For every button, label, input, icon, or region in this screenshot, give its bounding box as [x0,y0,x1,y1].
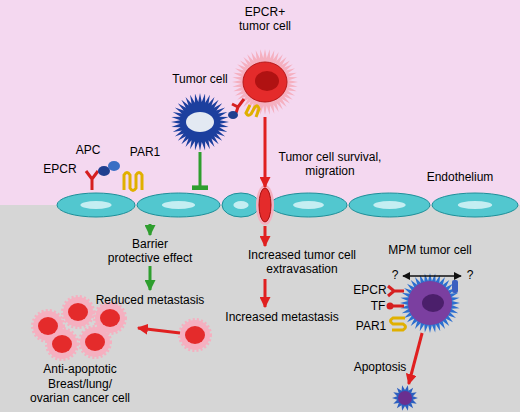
epcr-receptor [86,171,98,190]
outcome-text: Reduced metastasis [85,293,215,307]
epcr-receptor [388,286,404,296]
effect-text: Anti-apoptotic [25,362,135,376]
flow-arrow [264,226,267,246]
cell-shape [55,188,520,223]
tumor-cell [52,335,72,353]
protein-label: PAR1 [125,145,165,159]
cell-nucleus [293,201,324,209]
flow-arrow [149,266,152,290]
extracellular-space [0,0,520,205]
endothelium-band: Endothelium [55,170,520,225]
cell-body [171,93,229,151]
flow-arrow [149,224,152,235]
receptor-label: EPCR [350,283,390,297]
cell-shape [230,47,300,117]
epcr-tumor-cell: EPCR+ tumor cell [215,5,315,120]
cell-shape [391,384,419,412]
cell-halo [400,273,460,333]
inhibition-connector [199,152,202,187]
cell-nucleus [373,201,405,209]
node-label: Endothelium [410,170,510,184]
cell-nucleus [255,71,279,91]
cell-body [398,391,412,405]
tumor-cell [68,303,88,321]
protein-label: EPCR [40,162,80,176]
arrow-connector [409,333,422,384]
effect-text: Increased tumor cell extravasation [243,248,361,276]
tumor-cell [38,317,58,335]
apc-protein [228,111,238,119]
cell-halo [180,320,210,350]
effect-text: Barrier protective effect [106,237,194,265]
tumor-cell [100,309,120,327]
outcome-text: Increased metastasis [217,310,347,324]
effect-text: Tumor cell survival, migration [274,150,386,178]
node-label: MPM tumor cell [375,243,485,257]
arrow-connector [264,117,267,187]
unknown-receptor [452,280,458,293]
node-label: Tumor cell [160,72,240,86]
endothelial-cell [432,193,518,217]
flow-arrow [264,279,267,307]
cell-nucleus [162,201,195,209]
cell-halo [63,297,93,327]
endothelial-cell [270,193,347,217]
cell-nucleus [80,201,111,209]
par1-receptor [124,173,142,191]
endothelial-cell [349,193,430,217]
cell-shape [170,92,230,152]
cell-nucleus [422,294,444,312]
cell-nucleus [186,112,214,132]
mpm-tumor-cell: MPM tumor cell [375,243,485,335]
epcr-receptor [232,99,244,113]
cell-body [243,62,287,102]
cell-nucleus [233,201,248,209]
cell-nucleus [458,201,492,209]
par1-receptor [391,318,406,330]
endothelial-cell [137,193,220,217]
cell-halo [95,303,125,333]
cell-type-label: Breast/lung/ ovarian cancer cell [29,377,132,405]
unknown-mark: ? [463,268,477,282]
flow-arrow [138,328,180,333]
cell-halo [392,385,418,410]
cell-halo [33,311,63,341]
tumor-cell: Tumor cell [160,72,240,152]
tf-receptor [393,305,404,308]
par1-receptor [246,105,259,117]
interaction-arrow [403,275,461,277]
tf-receptor-head [387,303,394,310]
endothelial-cell [57,193,135,217]
node-label: EPCR+ tumor cell [235,5,295,33]
apc-protein [108,161,120,171]
cell-halo [47,329,77,359]
apc-protein [98,166,110,176]
apoptotic-cell: Apoptosis [345,360,425,412]
protein-label: APC [68,143,108,157]
receptor-label: PAR1 [351,319,391,333]
tumor-cell [85,333,105,351]
cell-shape [400,273,460,333]
endothelial-cell [222,193,260,217]
cell-halo [80,327,110,357]
receptor-label: TF [363,299,393,313]
cell-halo [232,49,298,115]
tumor-cell [185,326,205,344]
tissue-space [0,205,520,412]
migrating-tumor-cell [259,188,271,222]
node-label: Apoptosis [345,360,415,374]
unknown-mark: ? [388,268,402,282]
cell-body [408,281,452,325]
